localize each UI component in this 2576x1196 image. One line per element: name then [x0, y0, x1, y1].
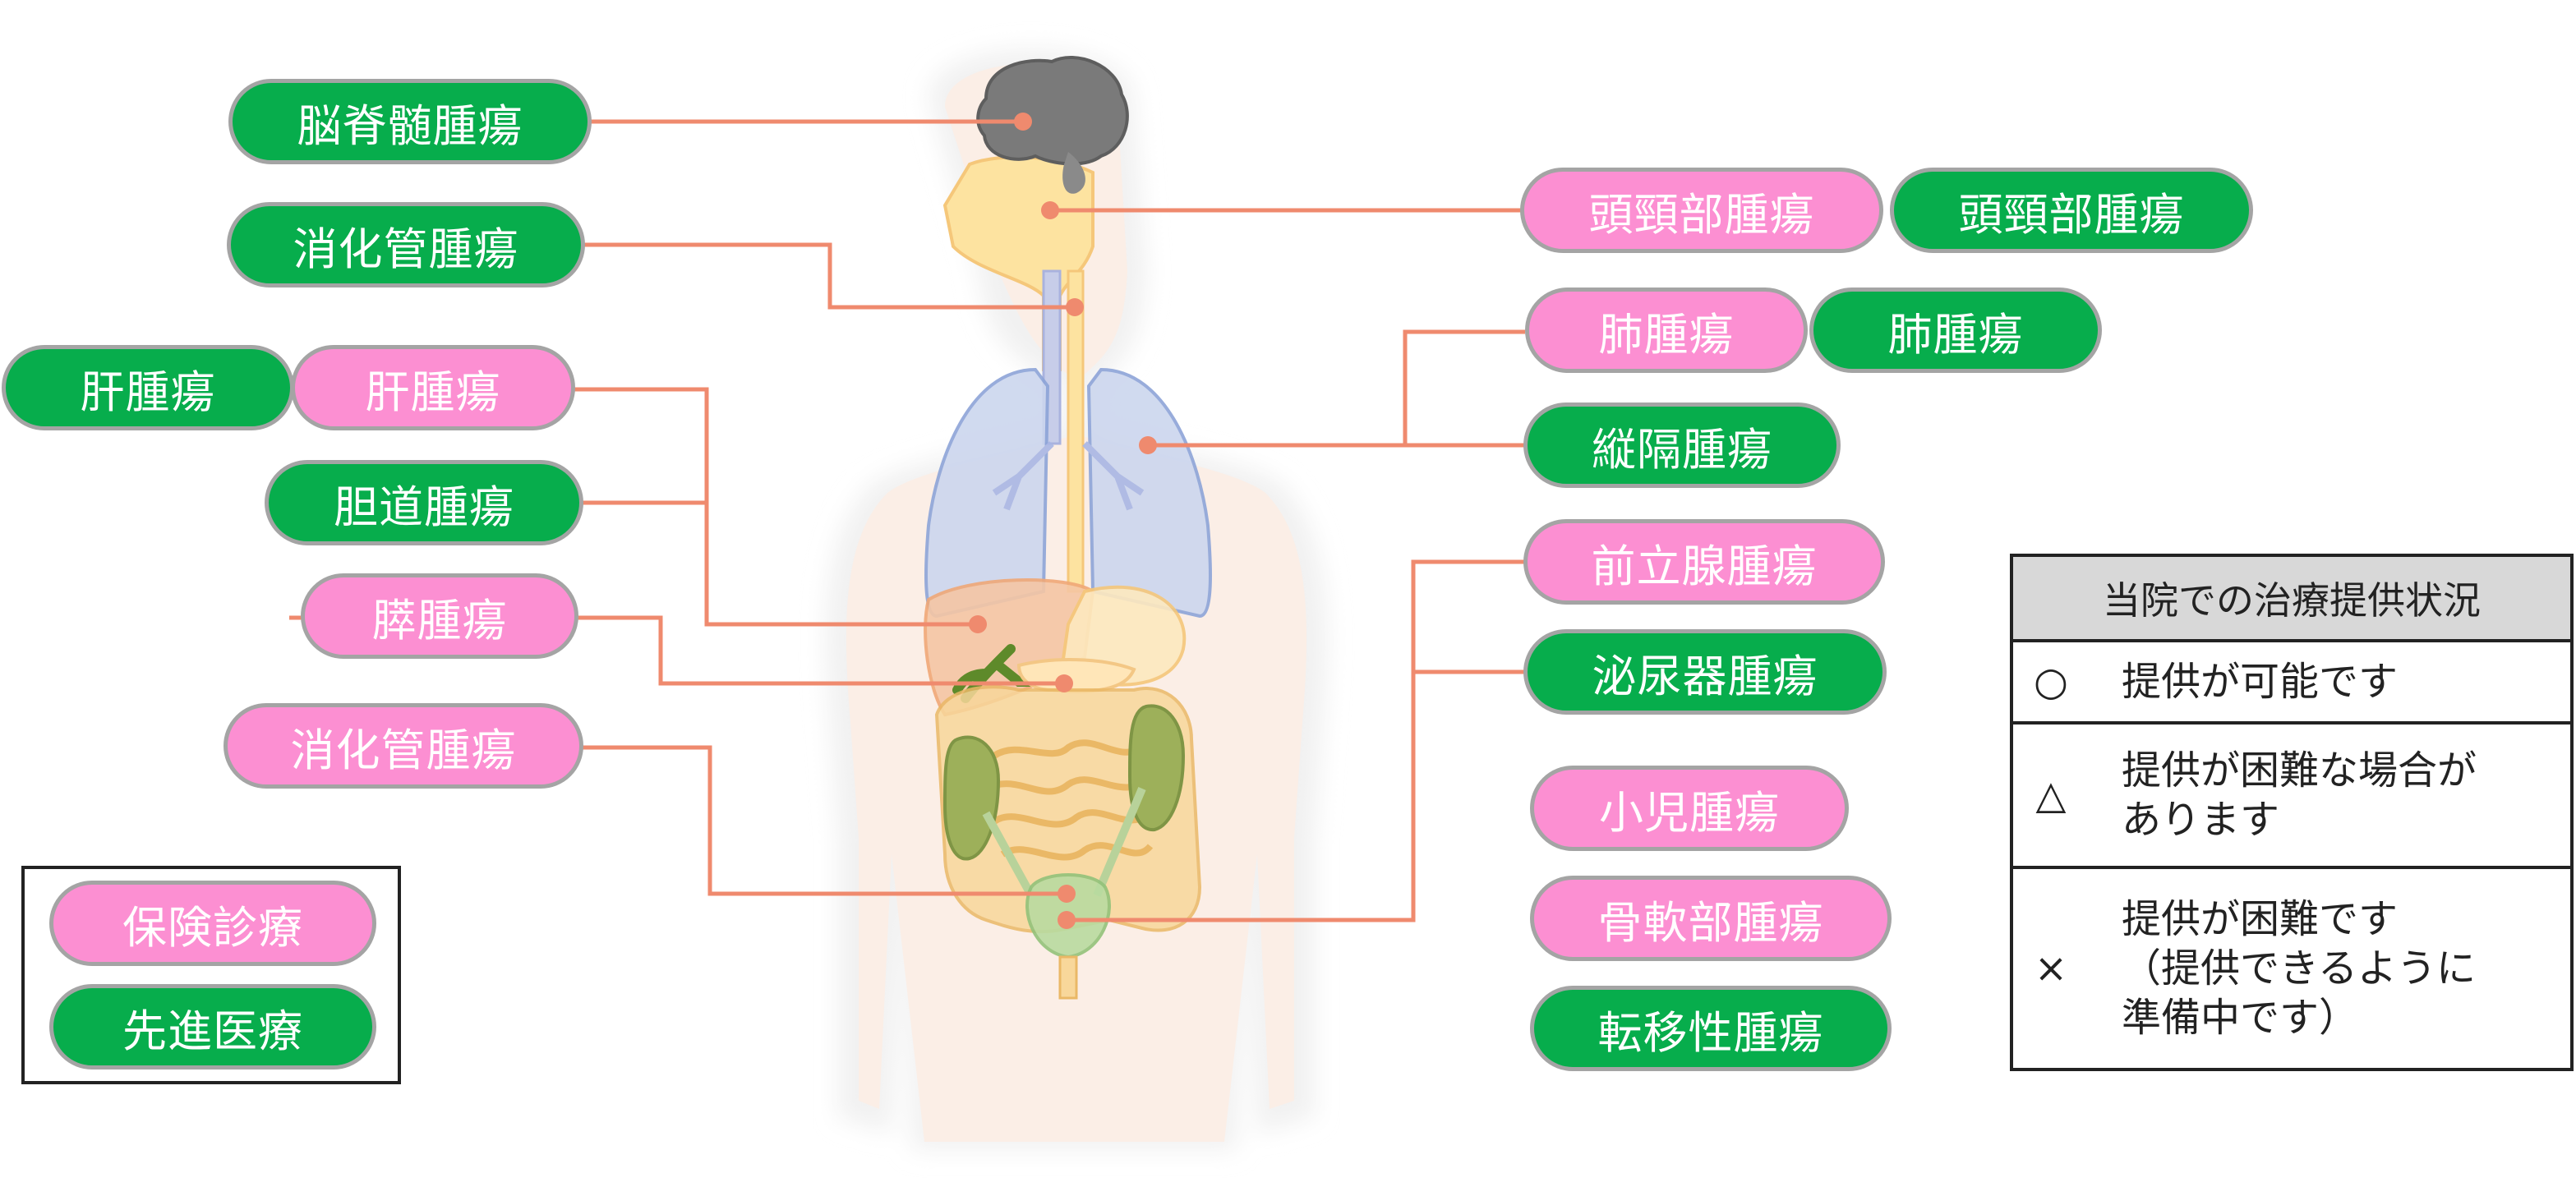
label-metastatic-tumor: 転移性腫瘍 [1530, 986, 1892, 1071]
cross-symbol: × [2034, 945, 2068, 991]
kidneys [942, 704, 1186, 898]
label-brain-spinal-tumor: 脳脊髄腫瘍 [228, 79, 592, 164]
color-legend: 保険診療 先進医療 [21, 866, 401, 1084]
label-liver-tumor-advanced: 肝腫瘍 [2, 345, 294, 430]
status-row-available: ○ 提供が可能です [2013, 642, 2570, 724]
leader-line-uro [1067, 559, 1525, 922]
triangle-symbol: △ [2035, 772, 2067, 818]
status-table-header: 当院での治療提供状況 [2013, 557, 2570, 642]
label-pancreatic-tumor: 膵腫瘍 [301, 573, 578, 659]
status-row-difficult: △ 提供が困難な場合が あります [2013, 724, 2570, 869]
label-biliary-tumor: 胆道腫瘍 [265, 460, 583, 545]
label-urological-tumor: 泌尿器腫瘍 [1523, 629, 1887, 715]
label-mediastinal-tumor: 縦隔腫瘍 [1523, 402, 1841, 488]
label-prostate-tumor: 前立腺腫瘍 [1523, 519, 1885, 605]
label-bone-soft-tissue-tumor: 骨軟部腫瘍 [1530, 876, 1892, 961]
label-lung-tumor-insurance: 肺腫瘍 [1525, 288, 1808, 373]
legend-advanced: 先進医療 [49, 984, 376, 1070]
label-digestive-tumor-upper: 消化管腫瘍 [227, 202, 585, 288]
pancreas [1016, 658, 1136, 693]
lungs [924, 367, 1212, 619]
status-text: 提供が困難です （提供できるように 準備中です） [2122, 896, 2477, 1041]
status-text: 提供が可能です [2122, 659, 2399, 705]
esophagus [1067, 269, 1085, 593]
status-text: 提供が困難な場合が あります [2122, 748, 2477, 843]
label-liver-tumor-insurance: 肝腫瘍 [291, 345, 575, 430]
label-pediatric-tumor: 小児腫瘍 [1530, 766, 1849, 851]
label-digestive-tumor-lower: 消化管腫瘍 [223, 703, 583, 789]
circle-symbol: ○ [2034, 659, 2068, 705]
status-row-unavailable: × 提供が困難です （提供できるように 準備中です） [2013, 869, 2570, 1068]
treatment-status-table: 当院での治療提供状況 ○ 提供が可能です △ 提供が困難な場合が あります × … [2010, 554, 2574, 1071]
leader-line-lung-bracket [1403, 329, 1525, 448]
label-head-neck-tumor-insurance: 頭頸部腫瘍 [1520, 168, 1883, 253]
legend-insurance: 保険診療 [49, 881, 376, 966]
small-intestine [984, 739, 1154, 861]
label-lung-tumor-advanced: 肺腫瘍 [1809, 288, 2102, 373]
brain [976, 56, 1129, 194]
leader-dots [969, 113, 1157, 929]
label-head-neck-tumor-advanced: 頭頸部腫瘍 [1890, 168, 2253, 253]
